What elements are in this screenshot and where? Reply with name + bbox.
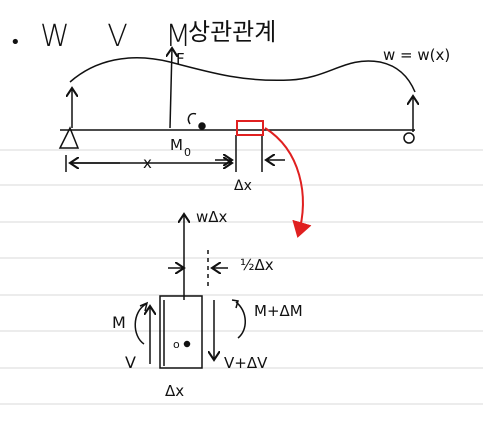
roller-support <box>403 132 415 144</box>
beam-diagram <box>58 48 416 172</box>
element-center-dot <box>183 340 191 348</box>
element-half-dx-label: ½Δx <box>240 256 274 274</box>
element-top-load-label: wΔx <box>196 208 228 226</box>
moment-label: M <box>170 136 183 154</box>
highlight-arrow <box>264 127 312 238</box>
title-bullet: • <box>10 32 21 53</box>
right-moment-curl-icon <box>235 301 246 339</box>
force-label: F <box>176 50 185 68</box>
highlight-box <box>236 120 264 136</box>
element-right-moment-label: M+ΔM <box>254 302 303 320</box>
element-left-shear-label: V <box>125 353 136 372</box>
right-moment-curl-tip <box>231 299 239 309</box>
element-width-label: Δx <box>165 382 184 400</box>
element-center-mark: o <box>173 338 180 351</box>
moment-curl-icon <box>187 112 197 125</box>
pin-support <box>58 126 80 149</box>
element-left-moment-label: M <box>112 313 126 332</box>
left-moment-curl-icon <box>134 303 147 345</box>
rule-lines <box>0 149 483 405</box>
load-function-label: w = w(x) <box>383 46 450 64</box>
element-diagram <box>134 214 246 369</box>
element-right-shear-label: V+ΔV <box>224 354 268 372</box>
dx-label-beam: Δx <box>234 178 252 194</box>
moment-subscript: 0 <box>184 146 191 159</box>
distributed-load-curve <box>69 57 416 93</box>
highlight <box>236 120 312 238</box>
x-label: x <box>143 154 152 172</box>
title-symbols: W V M <box>40 19 205 54</box>
title-row: • W V M 상관관계 <box>10 18 276 54</box>
element-box <box>159 295 203 369</box>
force-f-arrow <box>170 48 172 129</box>
left-moment-curl-tip <box>139 301 149 312</box>
title-korean: 상관관계 <box>188 18 276 46</box>
moment-point <box>198 122 206 130</box>
